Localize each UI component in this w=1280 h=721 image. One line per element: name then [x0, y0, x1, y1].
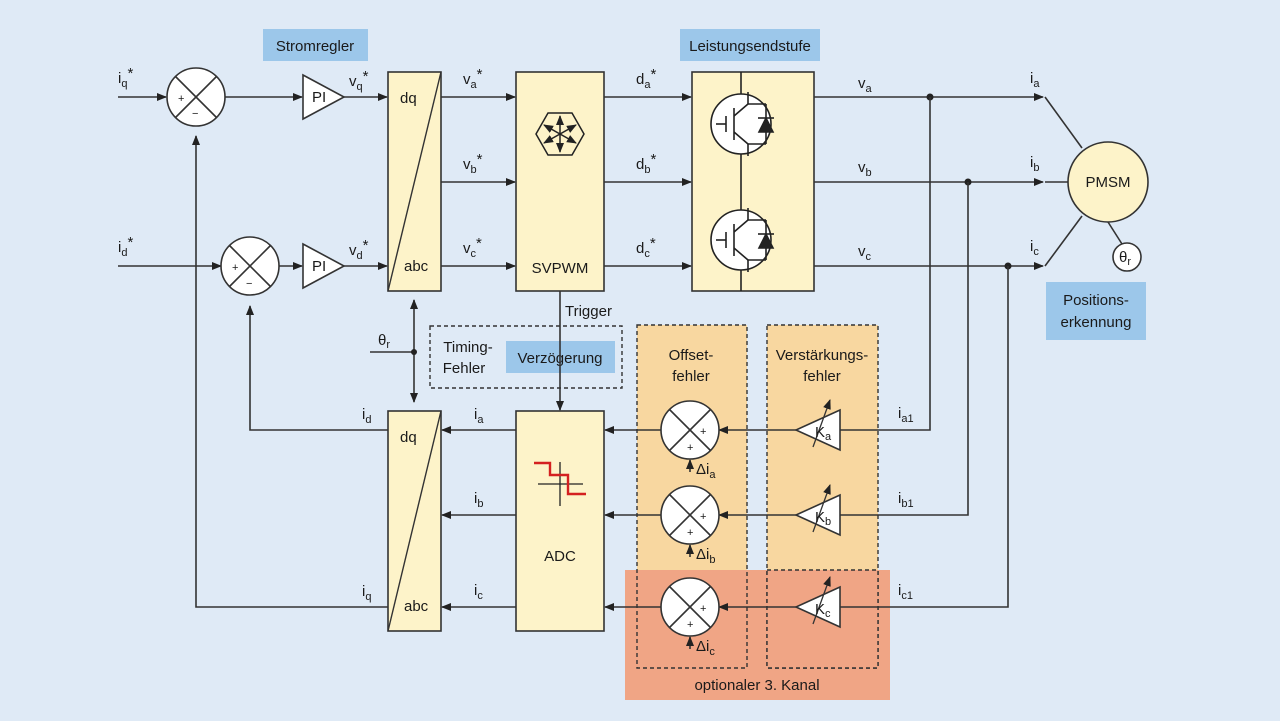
svg-text:+: + — [700, 511, 706, 523]
vq-ref-label: vq* — [349, 68, 369, 93]
offset-sum-b: + + — [660, 485, 720, 545]
leistungsendstufe-label: Leistungsendstufe — [689, 38, 811, 55]
svpwm-label: SVPWM — [532, 260, 589, 277]
svg-text:+: + — [700, 603, 706, 615]
ic-adc-label: ic — [474, 582, 483, 602]
id-ref-label: id* — [118, 234, 133, 259]
timing-fehler-label-1: Timing- — [443, 339, 492, 356]
svg-text:+: + — [700, 426, 706, 438]
ib1-label: ib1 — [898, 490, 914, 510]
offset-sum-c: + + — [660, 577, 720, 637]
gain-fehler-label-1: Verstärkungs- — [776, 347, 869, 364]
trigger-label: Trigger — [565, 303, 612, 320]
svg-text:+: + — [232, 262, 238, 274]
pi-label-d: PI — [312, 258, 326, 275]
gain-block-b — [794, 484, 841, 537]
quantizer-icon — [534, 461, 586, 506]
offset-sum-a: + + — [660, 400, 720, 460]
iq-fb-label: iq — [362, 583, 371, 603]
positionserkennung-label-2: erkennung — [1061, 314, 1132, 331]
ib-adc-label: ib — [474, 490, 483, 510]
ic-label: ic — [1030, 238, 1039, 258]
dic-label: Δic — [696, 638, 715, 658]
pi-label-q: PI — [312, 89, 326, 106]
da-ref-label: da* — [636, 66, 656, 91]
stromregler-box — [263, 29, 368, 61]
dc-ref-label: dc* — [636, 235, 656, 260]
theta-sensor-label: θr — [1119, 249, 1131, 268]
iq-ref-label: iq* — [118, 65, 133, 90]
adc-block — [515, 410, 605, 632]
vc-ref-label: vc* — [463, 235, 482, 260]
ib-label: ib — [1030, 154, 1039, 174]
svpwm-block — [515, 71, 605, 292]
gain-block-a — [794, 399, 841, 452]
kb-label: Kb — [815, 509, 831, 528]
summing-junction-d: + − — [220, 236, 280, 296]
ka-label: Ka — [815, 424, 832, 443]
pmsm-label: PMSM — [1086, 174, 1131, 191]
vd-ref-label: vd* — [349, 237, 369, 262]
gain-block-c — [794, 576, 841, 629]
svg-text:+: + — [687, 527, 693, 539]
dq-abc-dq-label: dq — [400, 90, 417, 107]
vc-label: vc — [858, 243, 872, 263]
offset-fehler-label-1: Offset- — [669, 347, 714, 364]
ia-adc-label: ia — [474, 406, 484, 426]
hexagon-vector-icon — [535, 112, 585, 156]
vb-label: vb — [858, 159, 872, 179]
abc-dq-dq-label: dq — [400, 429, 417, 446]
svg-text:+: + — [178, 93, 184, 105]
va-ref-label: va* — [463, 66, 483, 91]
id-fb-label: id — [362, 406, 371, 426]
igbt-bottom-icon — [710, 154, 775, 291]
adc-label: ADC — [544, 548, 576, 565]
timing-error-zone — [429, 325, 623, 389]
abc-dq-abc-label: abc — [404, 598, 429, 615]
positionserkennung-label-1: Positions- — [1063, 292, 1129, 309]
theta-r-label: θr — [378, 332, 390, 351]
dq-abc-abc-label: abc — [404, 258, 429, 275]
timing-fehler-label-2: Fehler — [443, 360, 486, 377]
gain-fehler-label-2: fehler — [803, 368, 841, 385]
db-ref-label: db* — [636, 151, 656, 176]
svg-text:+: + — [687, 619, 693, 631]
positionserkennung-box — [1046, 282, 1146, 340]
stromregler-label: Stromregler — [276, 38, 354, 55]
kc-label: Kc — [815, 601, 831, 620]
leistungsendstufe-box — [680, 29, 820, 61]
vb-ref-label: vb* — [463, 151, 483, 176]
svg-text:+: + — [687, 442, 693, 454]
dia-label: Δia — [696, 461, 716, 481]
position-sensor — [1112, 242, 1142, 272]
offset-fehler-label-2: fehler — [672, 368, 710, 385]
optional-channel-label: optionaler 3. Kanal — [694, 677, 819, 694]
svg-text:−: − — [246, 278, 252, 290]
ic1-label: ic1 — [898, 582, 913, 602]
va-label: va — [858, 75, 873, 95]
summing-junction-q: + − — [166, 67, 226, 127]
dib-label: Δib — [696, 546, 715, 566]
pi-block-d — [302, 242, 346, 290]
ia1-label: ia1 — [898, 405, 914, 425]
offset-error-border — [636, 324, 748, 669]
ia-label: ia — [1030, 70, 1040, 90]
svg-text:−: − — [192, 108, 198, 120]
pi-block-q — [302, 73, 346, 121]
